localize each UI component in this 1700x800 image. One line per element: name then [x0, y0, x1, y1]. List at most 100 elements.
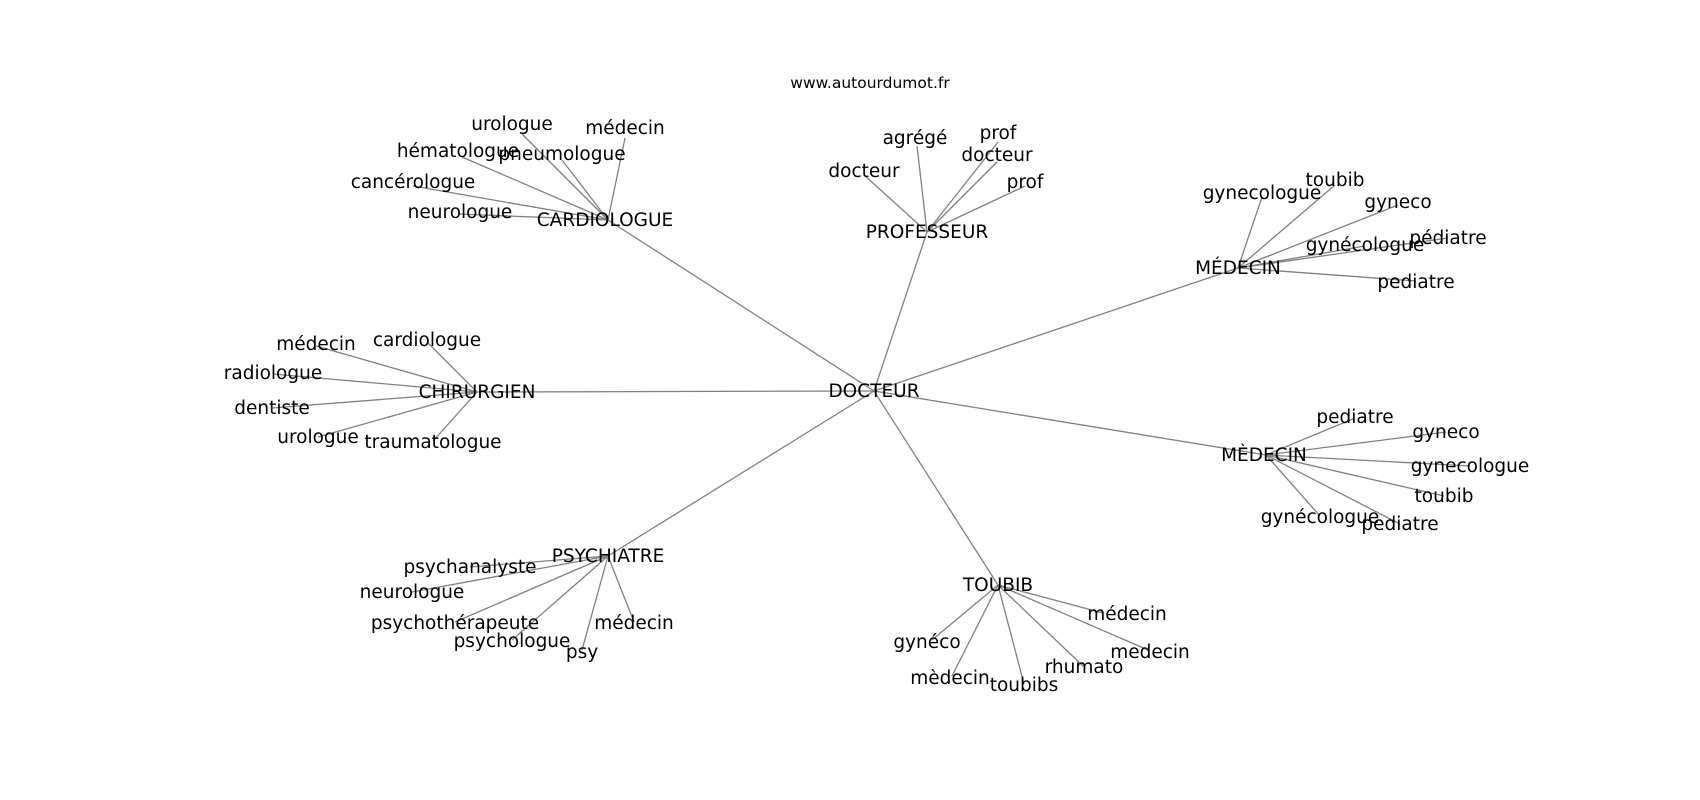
leaf-medecin-grave: mèdecin — [910, 668, 990, 689]
edge-psychiatre-psychologue — [511, 555, 609, 641]
edge-professeur-prof-2 — [926, 185, 1026, 233]
edge-root-medecin-1 — [873, 267, 1239, 392]
leaf-rhumato: rhumato — [1045, 657, 1124, 678]
leaf-toubib: toubib — [1415, 486, 1474, 507]
leaf-gyneco: gynéco — [893, 632, 960, 653]
leaf-urologue: urologue — [471, 114, 553, 135]
edge-toubib-medecin-grave — [951, 584, 999, 677]
edge-psychiatre-psychotherapeute — [454, 555, 609, 623]
site-title: www.autourdumot.fr — [790, 74, 950, 92]
leaf-psychanalyste: psychanalyste — [404, 557, 537, 578]
edge-chirurgien-traumatologue — [432, 391, 478, 442]
node-chirurgien: CHIRURGIEN — [419, 382, 536, 403]
edge-cardiologue-cancerologue — [412, 185, 609, 221]
edge-toubib-medecin — [997, 584, 1104, 614]
edge-medecin1-gynecologue — [1237, 196, 1263, 269]
leaf-pediatre-accent: pédiatre — [1409, 228, 1486, 249]
edge-medecin1-toubib — [1237, 184, 1336, 269]
edge-medecin2-gyneco — [1265, 431, 1447, 456]
leaf-gynecologue: gynecologue — [1203, 183, 1322, 204]
edge-medecin1-gyneco — [1237, 204, 1399, 269]
edge-psychiatre-medecin — [607, 555, 635, 623]
leaf-hematologue: hématologue — [397, 141, 519, 162]
edge-toubib-medecin-plain — [997, 584, 1149, 651]
leaf-urologue: urologue — [277, 427, 359, 448]
edge-medecin2-gynecologue — [1265, 454, 1471, 467]
leaf-docteur-2: docteur — [961, 145, 1033, 166]
leaf-cardiologue: cardiologue — [373, 330, 481, 351]
leaf-toubib: toubib — [1306, 170, 1365, 191]
edge-root-cardiologue — [607, 219, 875, 392]
leaf-toubibs: toubibs — [990, 675, 1059, 696]
leaf-radiologue: radiologue — [224, 363, 322, 384]
leaf-medecin: médecin — [594, 613, 674, 634]
labels-layer: www.autourdumot.fr DOCTEUR CARDIOLOGUE u… — [224, 74, 1530, 696]
edge-toubib-rhumato — [997, 584, 1084, 667]
leaf-pediatre-2: pediatre — [1361, 514, 1438, 535]
leaf-neurologue: neurologue — [360, 582, 465, 603]
edge-root-medecin-2 — [873, 390, 1267, 456]
leaf-gyneco: gyneco — [1412, 422, 1479, 443]
edge-medecin2-gynecologue-accent — [1265, 454, 1321, 517]
leaf-psy: psy — [566, 642, 598, 663]
edge-root-psychiatre — [607, 390, 875, 557]
edge-toubib-gyneco — [931, 584, 999, 641]
edge-medecin1-pediatre-accent — [1237, 237, 1449, 269]
node-psychiatre: PSYCHIATRE — [552, 546, 665, 567]
node-docteur: DOCTEUR — [828, 381, 919, 402]
leaf-psychotherapeute: psychothérapeute — [371, 613, 539, 634]
edge-cardiologue-hematologue — [461, 156, 609, 221]
edge-cardiologue-pneumologue — [561, 159, 609, 221]
edge-root-professeur — [873, 231, 928, 392]
edge-cardiologue-neurologue — [457, 213, 609, 221]
leaf-psychologue: psychologue — [454, 631, 571, 652]
edge-medecin2-pediatre-2 — [1265, 454, 1401, 525]
edge-root-toubib — [873, 390, 999, 586]
leaf-gynecologue-accent: gynécologue — [1306, 235, 1425, 256]
edge-root-chirurgien — [476, 390, 875, 393]
edge-psychiatre-psychanalyste — [469, 555, 609, 568]
leaf-prof-1: prof — [980, 123, 1017, 144]
edge-cardiologue-urologue — [521, 133, 609, 221]
leaf-medecin: médecin — [1087, 604, 1167, 625]
edges-layer — [271, 133, 1471, 685]
node-toubib: TOUBIB — [962, 575, 1033, 596]
leaf-pediatre: pediatre — [1316, 407, 1393, 428]
leaf-traumatologue: traumatologue — [364, 432, 501, 453]
leaf-prof-2: prof — [1007, 172, 1044, 193]
edge-psychiatre-neurologue — [411, 555, 609, 593]
edge-cardiologue-medecin — [607, 137, 626, 221]
node-professeur: PROFESSEUR — [866, 222, 989, 243]
edge-chirurgien-cardiologue — [426, 341, 478, 393]
leaf-dentiste: dentiste — [234, 398, 310, 419]
leaf-gynecologue-accent: gynécologue — [1261, 507, 1380, 528]
edge-toubib-toubibs — [997, 584, 1025, 685]
leaf-neurologue: neurologue — [408, 202, 513, 223]
edge-professeur-agrege — [916, 145, 928, 233]
edge-medecin2-toubib — [1265, 454, 1445, 497]
edge-chirurgien-medecin — [315, 345, 478, 393]
edge-chirurgien-urologue — [317, 391, 478, 438]
edge-psychiatre-psy — [581, 555, 609, 651]
edge-medecin1-pediatre — [1237, 267, 1417, 282]
leaf-medecin-plain: medecin — [1110, 642, 1190, 663]
leaf-gynecologue: gynecologue — [1411, 456, 1530, 477]
leaf-medecin: médecin — [585, 118, 665, 139]
leaf-docteur-1: docteur — [828, 161, 900, 182]
edge-chirurgien-dentiste — [271, 391, 478, 409]
node-cardiologue: CARDIOLOGUE — [537, 210, 673, 231]
leaf-medecin: médecin — [276, 334, 356, 355]
leaf-pneumologue: pneumologue — [498, 144, 625, 165]
edge-medecin2-pediatre — [1265, 417, 1356, 456]
edge-professeur-docteur-1 — [863, 174, 928, 233]
leaf-cancerologue: cancérologue — [351, 172, 476, 193]
node-medecin-right: MÈDECIN — [1221, 444, 1307, 466]
edge-chirurgien-radiologue — [272, 373, 478, 393]
leaf-gyneco: gyneco — [1364, 192, 1431, 213]
edge-professeur-docteur-2 — [926, 161, 998, 233]
edge-professeur-prof-1 — [926, 141, 999, 233]
node-medecin-top: MÉDECIN — [1195, 257, 1281, 279]
leaf-pediatre: pediatre — [1377, 272, 1454, 293]
leaf-agrege: agrégé — [883, 128, 948, 149]
